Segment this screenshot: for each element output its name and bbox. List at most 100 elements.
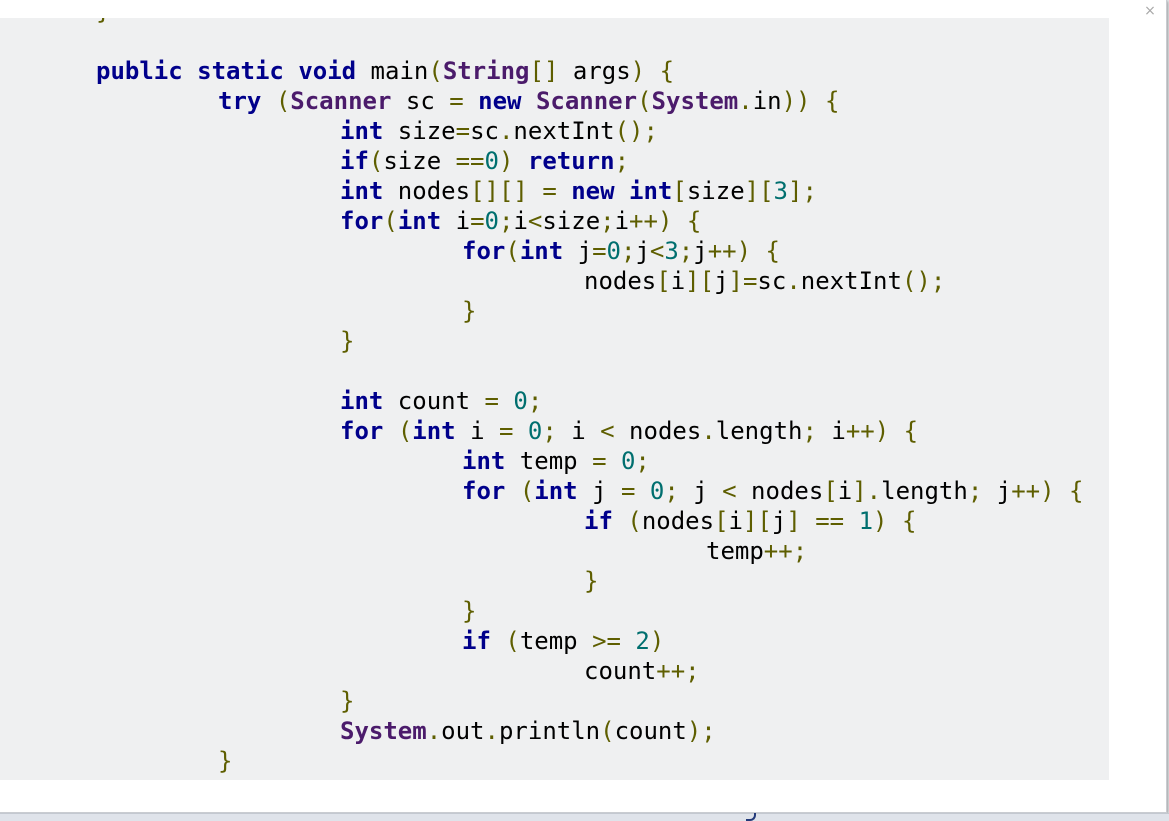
code-token: i — [441, 207, 471, 235]
code-line: int count = 0; — [0, 386, 1083, 416]
code-token: 3 — [664, 237, 679, 265]
code-token: if — [584, 507, 613, 535]
code-token: new — [478, 87, 522, 115]
code-token: ][ — [742, 507, 772, 535]
code-token: ( — [275, 87, 291, 115]
close-icon[interactable]: × — [1144, 3, 1156, 19]
code-token: ( — [368, 147, 384, 175]
code-lines: }public static void main(String[] args) … — [0, 18, 1083, 780]
code-token: 0 — [484, 147, 499, 175]
code-token: == — [815, 507, 845, 535]
code-token: } — [584, 567, 599, 595]
code-token: Scanner — [535, 87, 638, 115]
code-token: } — [218, 747, 233, 775]
code-token: . — [484, 717, 499, 745]
code-token: i — [728, 507, 743, 535]
code-line: if (temp >= 2) — [0, 626, 1083, 656]
code-line: if(size ==0) return; — [0, 146, 1083, 176]
code-token — [513, 417, 527, 445]
code-token: ; — [542, 417, 557, 445]
code-token: ) — [498, 147, 514, 175]
code-token: temp — [505, 447, 593, 475]
code-line: } — [0, 566, 1083, 596]
code-line — [0, 26, 1083, 56]
code-token: nodes — [736, 477, 824, 505]
code-token — [528, 177, 542, 205]
code-token — [635, 477, 649, 505]
code-token: i — [455, 417, 499, 445]
code-token: ]= — [728, 267, 758, 295]
code-token — [505, 477, 519, 505]
code-token: >= — [592, 627, 621, 655]
code-token — [261, 87, 275, 115]
code-token: ++) — [845, 417, 890, 445]
code-token: 0 — [513, 387, 528, 415]
code-token: int — [534, 477, 578, 505]
code-line: count++; — [0, 656, 1083, 686]
code-token: i — [513, 207, 528, 235]
code-token: 0 — [649, 477, 665, 505]
code-token: i — [837, 477, 853, 505]
code-token — [615, 177, 629, 205]
code-token: 0 — [484, 207, 499, 235]
code-token: ) — [630, 57, 646, 85]
code-token: ]; — [788, 177, 817, 205]
code-token: temp — [519, 627, 593, 655]
code-token: args — [558, 57, 631, 85]
code-token: { — [672, 207, 702, 235]
code-token: i — [614, 207, 630, 235]
code-line: for(int j=0;j<3;j++) { — [0, 236, 1083, 266]
code-token: i — [556, 417, 601, 445]
code-token: nodes — [383, 177, 471, 205]
code-token: ( — [428, 57, 443, 85]
code-token: [ — [656, 267, 671, 295]
code-token: . — [738, 87, 753, 115]
code-token: ; — [620, 237, 636, 265]
code-token: { — [645, 57, 675, 85]
code-line: if (nodes[i][j] == 1) { — [0, 506, 1083, 536]
code-token: ( — [397, 417, 413, 445]
code-token — [464, 87, 478, 115]
code-token — [613, 507, 627, 535]
code-token: (); — [901, 267, 946, 295]
code-line: } — [0, 18, 1083, 26]
code-token: static — [197, 57, 284, 85]
code-token: nextInt — [513, 117, 615, 145]
background-glyph — [746, 813, 756, 821]
code-token — [383, 417, 397, 445]
code-token: ) — [649, 627, 665, 655]
code-token — [607, 447, 621, 475]
code-token: return — [527, 147, 615, 175]
code-token: { — [889, 417, 919, 445]
code-line: int nodes[][] = new int[size][3]; — [0, 176, 1083, 206]
code-token: ) — [873, 507, 888, 535]
code-token: nodes — [614, 417, 702, 445]
code-token: size — [686, 177, 745, 205]
code-token: 0 — [620, 447, 636, 475]
code-line: for (int i = 0; i < nodes.length; i++) { — [0, 416, 1083, 446]
code-token: } — [340, 327, 355, 355]
code-token: size — [383, 117, 456, 145]
code-token: j — [635, 237, 650, 265]
code-token: if — [340, 147, 369, 175]
code-token: [ — [714, 507, 729, 535]
code-token: ; — [664, 477, 679, 505]
code-token: ++; — [656, 657, 700, 685]
code-block: }public static void main(String[] args) … — [0, 18, 1109, 780]
code-line: temp++; — [0, 536, 1083, 566]
code-token: System — [651, 87, 739, 115]
code-token: System — [340, 717, 427, 745]
code-token: } — [340, 687, 355, 715]
code-token: ] — [786, 507, 801, 535]
code-token: 0 — [606, 237, 621, 265]
code-line: } — [0, 326, 1083, 356]
code-token: out — [441, 717, 485, 745]
code-token — [801, 507, 815, 535]
code-token: nodes — [641, 507, 715, 535]
code-token: 1 — [858, 507, 874, 535]
code-token: size — [383, 147, 456, 175]
code-token: . — [786, 267, 801, 295]
code-line — [0, 356, 1083, 386]
code-token: sc — [470, 117, 499, 145]
